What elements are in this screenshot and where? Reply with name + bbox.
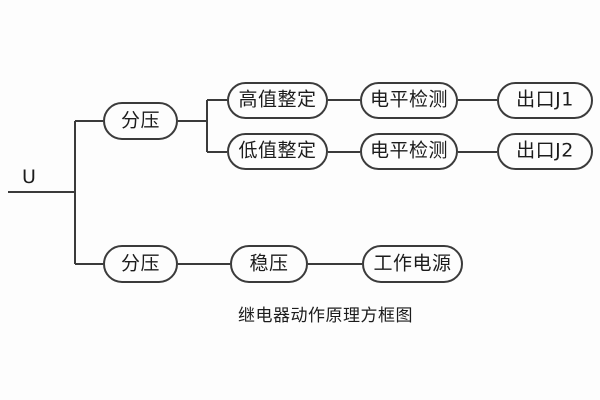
node-divider_top[interactable]: 分压 xyxy=(103,102,178,140)
node-label: 出口J1 xyxy=(516,88,574,111)
node-label: 工作电源 xyxy=(373,252,452,274)
node-label: 电平检测 xyxy=(369,139,448,162)
node-label: 电平检测 xyxy=(369,88,448,111)
node-label: 高值整定 xyxy=(238,88,317,111)
node-label: 低值整定 xyxy=(238,139,317,162)
node-output_j2[interactable]: 出口J2 xyxy=(497,133,593,170)
node-output_j1[interactable]: 出口J1 xyxy=(497,82,593,119)
node-work_supply[interactable]: 工作电源 xyxy=(362,245,463,283)
node-regulator[interactable]: 稳压 xyxy=(230,245,308,283)
node-high_set[interactable]: 高值整定 xyxy=(227,82,328,119)
node-label: 分压 xyxy=(120,252,160,274)
node-label: 分压 xyxy=(120,109,160,131)
node-low_set[interactable]: 低值整定 xyxy=(227,133,328,170)
node-label: 出口J2 xyxy=(516,139,574,162)
node-level_det_2[interactable]: 电平检测 xyxy=(360,133,458,170)
node-level_det_1[interactable]: 电平检测 xyxy=(360,82,458,119)
input-voltage-label: U xyxy=(22,168,36,187)
node-label: 稳压 xyxy=(249,252,289,274)
node-divider_bot[interactable]: 分压 xyxy=(103,245,178,283)
input-voltage-text: U xyxy=(22,166,36,188)
diagram-caption: 继电器动作原理方框图 xyxy=(238,306,413,326)
